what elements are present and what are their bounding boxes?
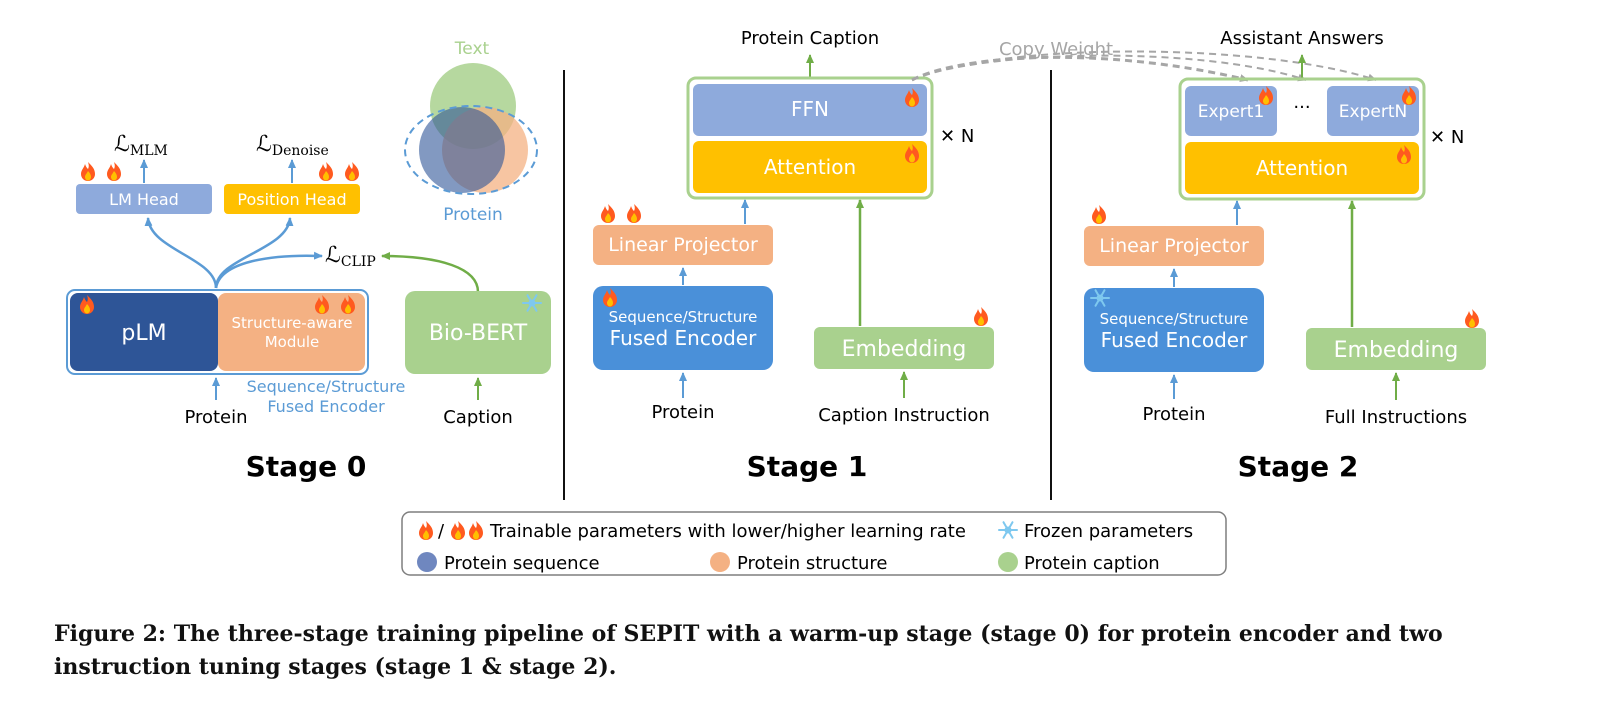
venn-diagram: Text Protein <box>404 39 538 225</box>
pipeline-diagram: Text Protein ℒMLM ℒDenoise ℒCLIP LM Head… <box>66 28 1486 576</box>
plm-block <box>70 293 218 371</box>
copy-weight-label: Copy Weight <box>999 39 1113 60</box>
legend-struct-swatch <box>710 552 730 572</box>
embedding <box>814 327 994 369</box>
stage0-input-caption: Caption <box>443 407 513 428</box>
attention-label: Attention <box>764 155 856 179</box>
structure-module-block <box>218 293 365 371</box>
position-head-label: Position Head <box>237 190 346 209</box>
structure-module-label-2: Module <box>265 333 320 351</box>
stage0: Text Protein ℒMLM ℒDenoise ℒCLIP LM Head… <box>66 39 551 483</box>
stage0-input-protein: Protein <box>184 407 247 428</box>
expert1-block <box>1185 86 1277 136</box>
structure-module-label-1: Structure-aware <box>232 314 353 332</box>
lm-head <box>76 184 212 214</box>
fire-icon <box>1092 205 1106 224</box>
attention-block <box>1185 142 1419 194</box>
legend-seq-swatch <box>417 552 437 572</box>
fire-icon <box>81 162 121 181</box>
legend-seq: Protein sequence <box>444 553 600 574</box>
stage2-input-instruction: Full Instructions <box>1325 407 1467 428</box>
loss-clip: ℒCLIP <box>325 243 376 270</box>
loss-denoise: ℒDenoise <box>256 132 329 159</box>
fire-icon <box>1465 309 1479 328</box>
stage1-times-n: ✕ N <box>940 126 974 147</box>
legend-box <box>401 511 1227 576</box>
expertN-label: ExpertN <box>1339 102 1407 122</box>
expert1-label: Expert1 <box>1198 102 1265 122</box>
embedding-label: Embedding <box>842 337 967 362</box>
stage2-title: Stage 2 <box>1238 450 1359 483</box>
copy-weight-arrows: Copy Weight <box>911 39 1377 83</box>
loss-mlm: ℒMLM <box>114 132 168 159</box>
legend-trainable: Trainable parameters with lower/higher l… <box>489 521 966 542</box>
stage1-input-protein: Protein <box>651 402 714 423</box>
legend-caption-swatch <box>998 552 1018 572</box>
stage2-times-n: ✕ N <box>1430 127 1464 148</box>
stage1-input-instruction: Caption Instruction <box>818 405 990 426</box>
moe-transformer-block <box>1178 77 1426 201</box>
fused-encoder <box>593 286 773 370</box>
fused-encoder-label-2: Fused Encoder <box>267 397 385 416</box>
expertN-block <box>1327 86 1419 136</box>
legend: / Trainable parameters with lower/higher… <box>401 511 1227 576</box>
attention-label: Attention <box>1256 156 1348 180</box>
attention-block <box>693 141 927 193</box>
ffn-label: FFN <box>791 97 829 121</box>
transformer-block <box>686 76 934 200</box>
fused-encoder-label-1: Sequence/Structure <box>247 377 406 396</box>
stage2: Assistant Answers Expert1 ··· ExpertN At… <box>1084 28 1486 483</box>
fused-encoder-label-2: Fused Encoder <box>1101 328 1248 352</box>
legend-sep: / <box>438 521 445 542</box>
venn-text-label: Text <box>454 39 490 59</box>
legend-caption: Protein caption <box>1024 553 1160 574</box>
plm-label: pLM <box>121 321 166 346</box>
embedding-label: Embedding <box>1334 338 1459 363</box>
linear-projector-label: Linear Projector <box>1099 235 1249 257</box>
stage1-title: Stage 1 <box>747 450 868 483</box>
figure-caption: Figure 2: The three-stage training pipel… <box>54 621 1443 680</box>
ffn-block <box>693 84 927 136</box>
fused-encoder-label-2: Fused Encoder <box>610 326 757 350</box>
stage2-output: Assistant Answers <box>1220 28 1383 49</box>
stage2-input-protein: Protein <box>1142 404 1205 425</box>
stage1-output: Protein Caption <box>741 28 879 49</box>
fire-icon <box>974 307 988 326</box>
legend-frozen: Frozen parameters <box>1024 521 1193 542</box>
fire-icon <box>601 204 641 223</box>
fire-icon <box>319 162 359 181</box>
biobert-block <box>405 291 551 374</box>
lm-head-label: LM Head <box>109 190 179 209</box>
embedding <box>1306 328 1486 370</box>
linear-projector-label: Linear Projector <box>608 234 758 256</box>
biobert-label: Bio-BERT <box>429 321 528 346</box>
position-head <box>224 184 360 214</box>
linear-projector <box>593 225 773 265</box>
legend-struct: Protein structure <box>737 553 888 574</box>
stage0-title: Stage 0 <box>246 450 367 483</box>
venn-protein-label: Protein <box>443 205 503 225</box>
experts-ellipsis: ··· <box>1293 97 1310 118</box>
linear-projector <box>1084 226 1264 266</box>
stage1: Protein Caption FFN Attention ✕ N Linear… <box>593 28 994 483</box>
fused-encoder <box>1084 288 1264 372</box>
fused-encoder-label-1: Sequence/Structure <box>1100 310 1249 328</box>
fused-encoder-label-1: Sequence/Structure <box>609 308 758 326</box>
